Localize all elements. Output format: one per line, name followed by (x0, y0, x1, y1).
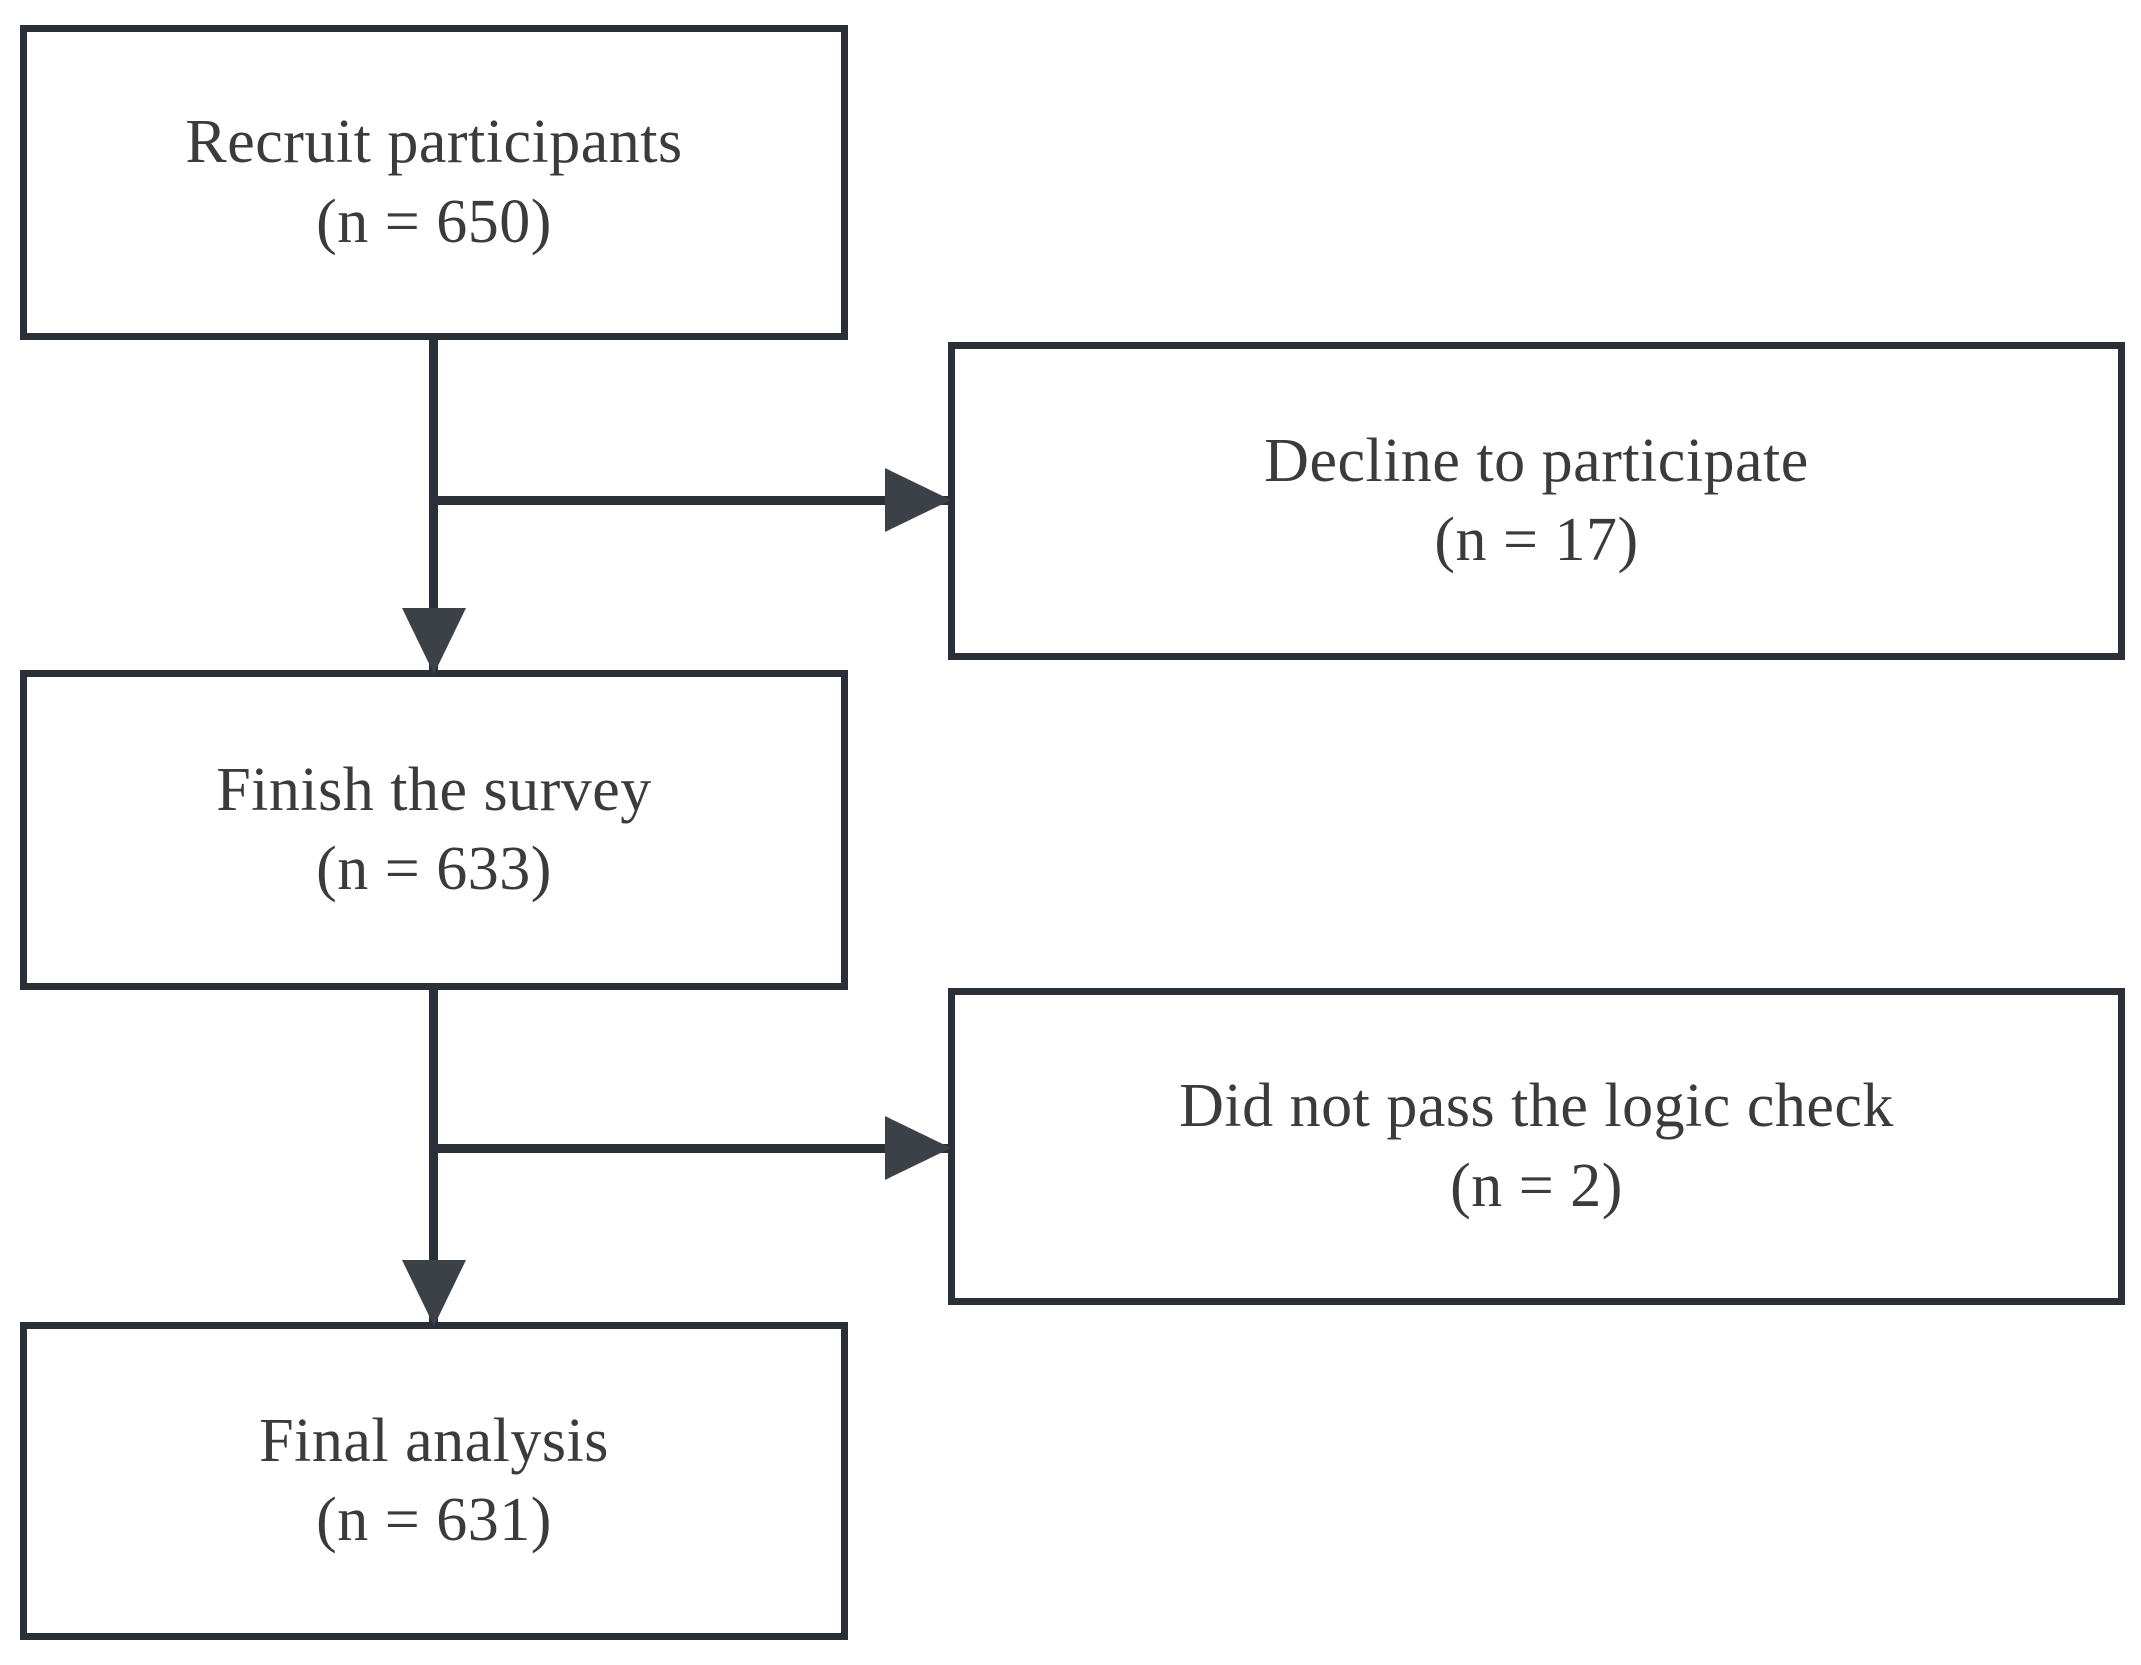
connector-finish-to-final (429, 990, 438, 1324)
connector-recruit-to-decline (433, 496, 951, 505)
node-recruit-participants: Recruit participants (n = 650) (20, 25, 848, 340)
right-arrow-icon (885, 1116, 951, 1180)
right-arrow-icon (885, 468, 951, 532)
down-arrow-icon (402, 1260, 466, 1326)
node-logic-count: (n = 2) (1450, 1151, 1623, 1220)
node-decline-title: Decline to participate (1264, 426, 1809, 495)
node-finish-survey: Finish the survey (n = 633) (20, 670, 848, 990)
node-final-count: (n = 631) (316, 1486, 552, 1554)
node-final-title: Final analysis (259, 1406, 609, 1475)
node-decline-count: (n = 17) (1434, 506, 1639, 574)
node-logic-title: Did not pass the logic check (1179, 1072, 1894, 1141)
node-finish-count: (n = 633) (316, 835, 552, 903)
node-finish-title: Finish the survey (216, 755, 652, 824)
node-decline-participate: Decline to participate (n = 17) (948, 342, 2125, 660)
node-recruit-count: (n = 650) (316, 187, 552, 256)
down-arrow-icon (402, 608, 466, 674)
connector-recruit-to-finish (429, 340, 438, 670)
node-final-analysis: Final analysis (n = 631) (20, 1322, 848, 1640)
node-logic-check-fail: Did not pass the logic check (n = 2) (948, 988, 2125, 1305)
node-recruit-title: Recruit participants (185, 108, 683, 177)
connector-finish-to-logic (433, 1144, 951, 1153)
